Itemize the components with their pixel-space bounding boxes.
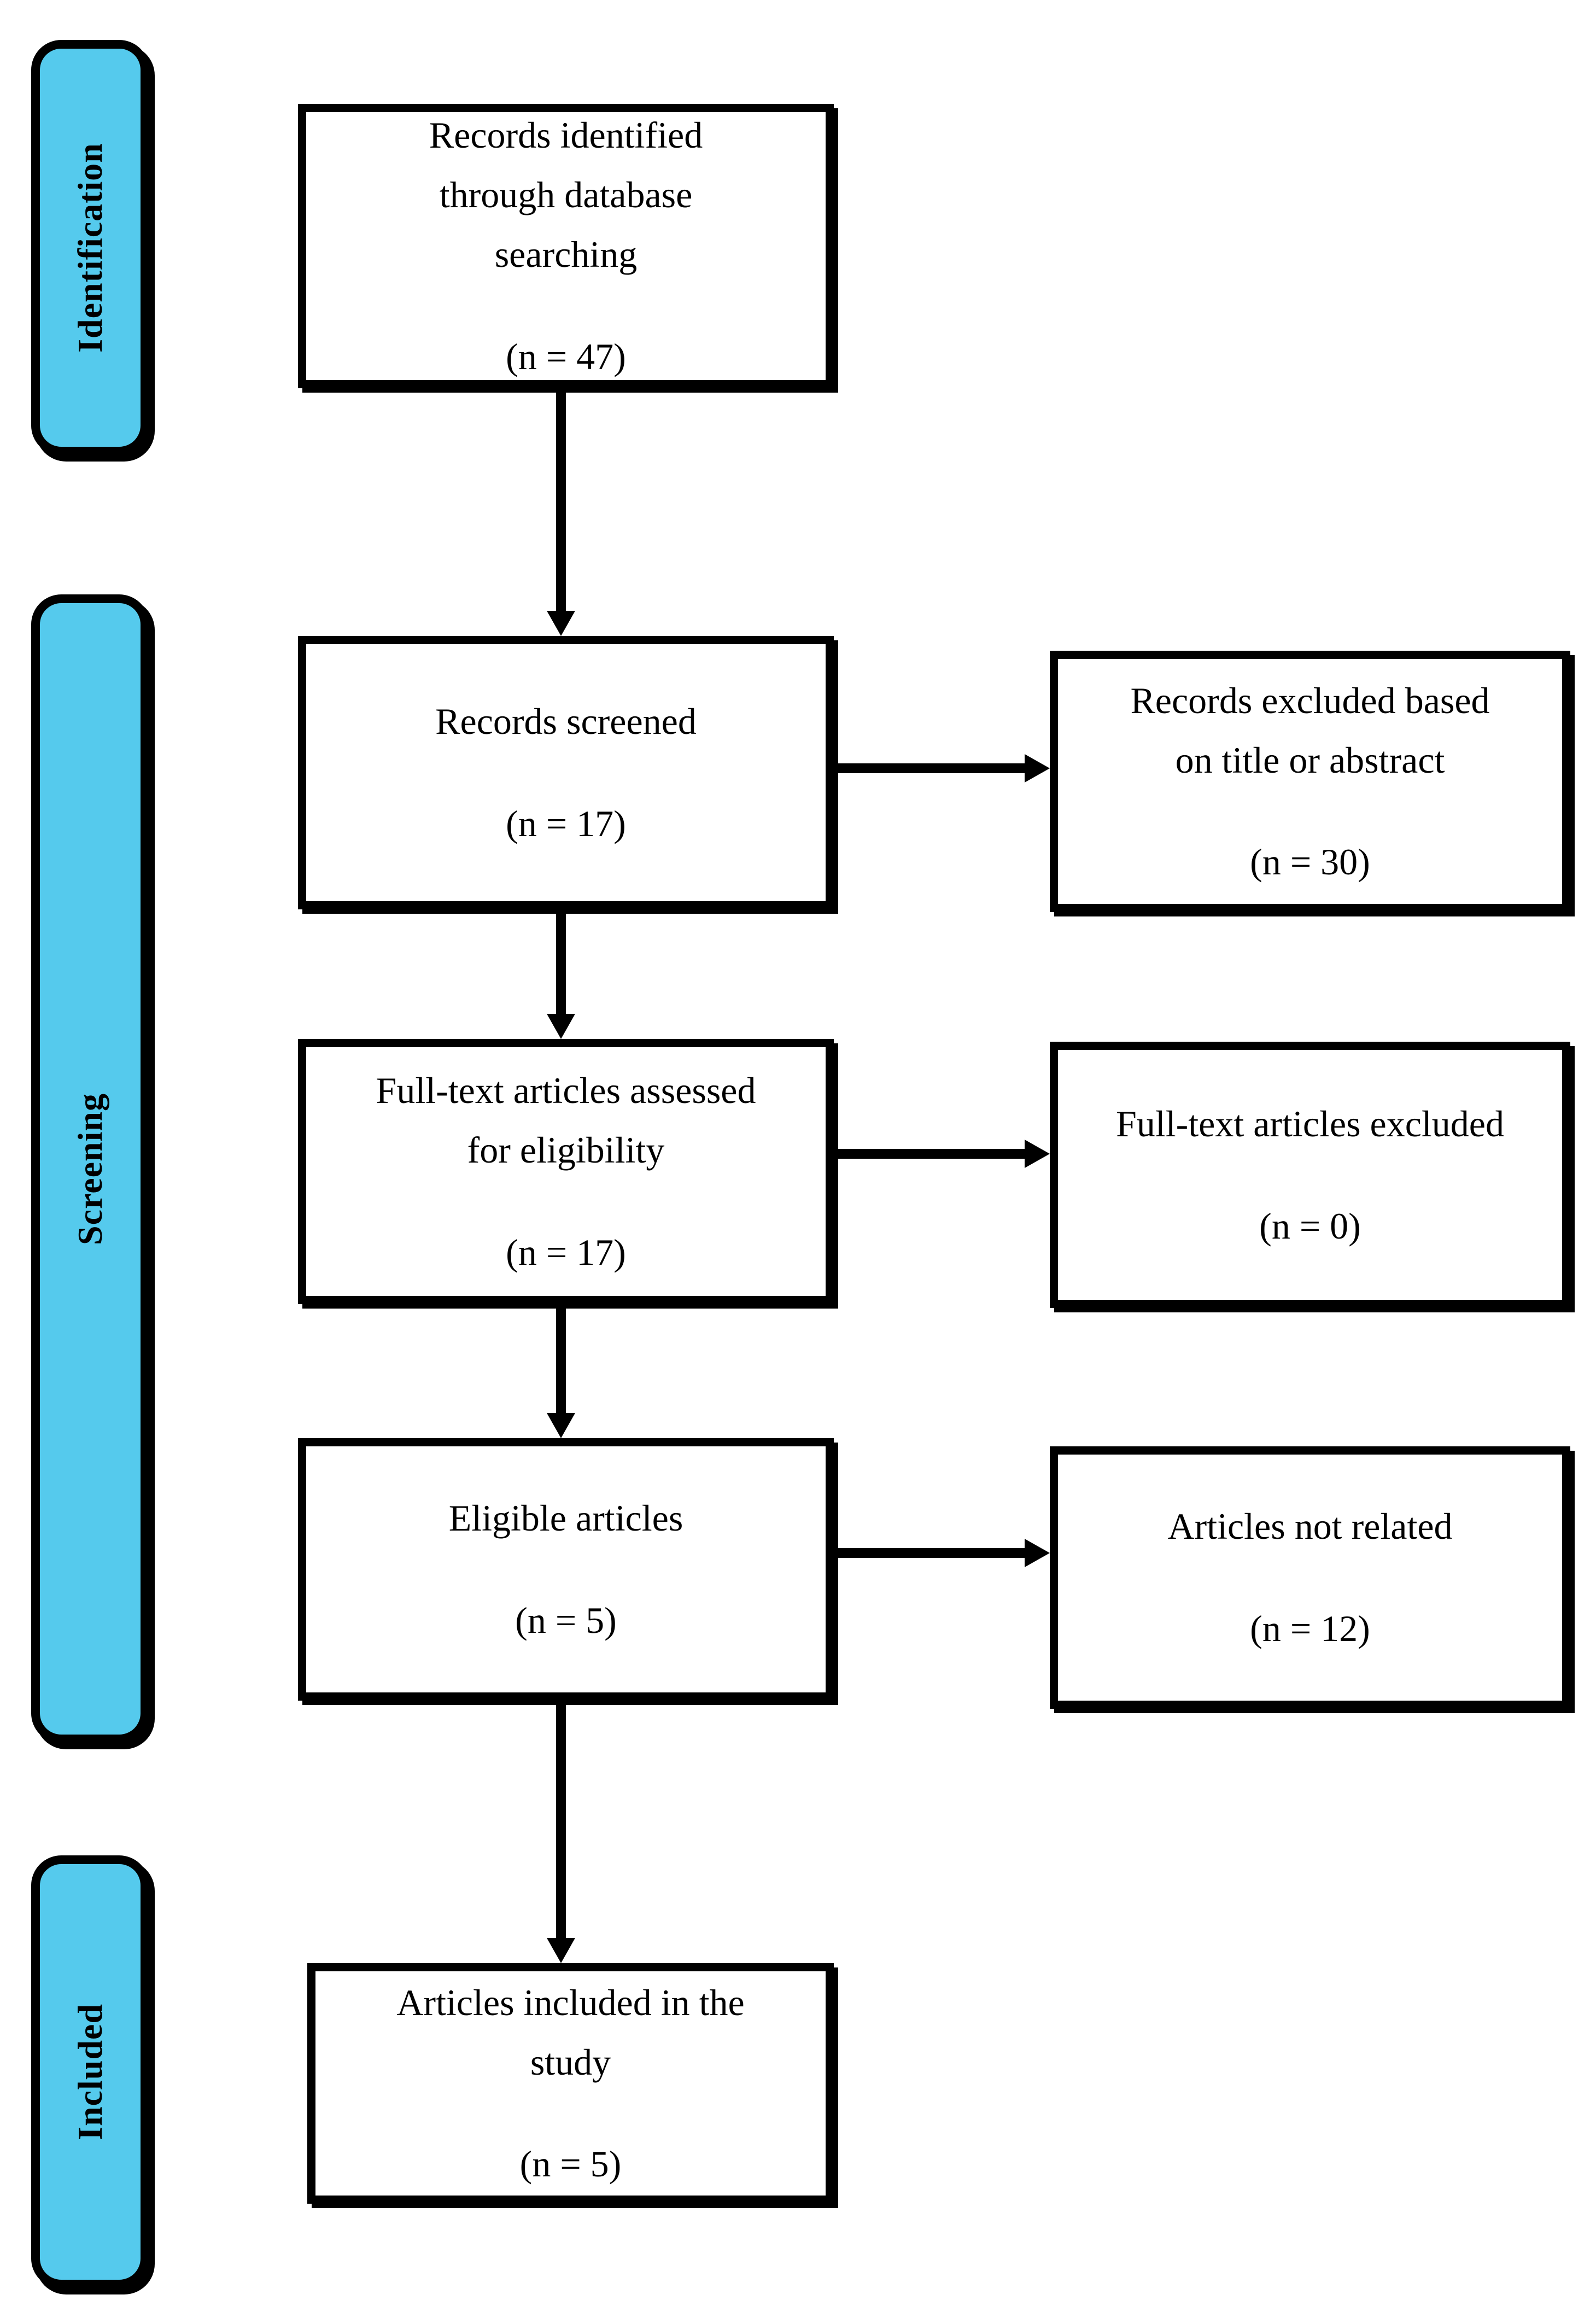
node-fulltext-assessed-text: Full-text articles assessed for eligibil… xyxy=(376,1070,756,1171)
node-records-identified-count: (n = 47) xyxy=(506,335,626,377)
node-articles-not-related: Articles not related (n = 12) xyxy=(1050,1446,1570,1709)
arrowhead-down-icon xyxy=(547,1413,575,1438)
node-fulltext-excluded: Full-text articles excluded (n = 0) xyxy=(1050,1042,1570,1308)
node-records-excluded-title-abstract-text: Records excluded based on title or abstr… xyxy=(1130,679,1490,781)
node-fulltext-assessed-count: (n = 17) xyxy=(506,1231,626,1273)
arrow-right-assessed-to-excluded xyxy=(831,1149,1027,1159)
stage-identification-label: Identification xyxy=(71,143,109,353)
node-articles-included-text: Articles included in the study xyxy=(396,1981,745,2083)
arrow-down-screened-to-assessed xyxy=(556,908,566,1017)
stage-identification: Identification xyxy=(31,40,149,456)
node-eligible-articles-text: Eligible articles xyxy=(448,1497,683,1539)
node-articles-included-count: (n = 5) xyxy=(519,2143,622,2185)
node-records-screened-text: Records screened xyxy=(435,700,697,743)
node-records-screened: Records screened (n = 17) xyxy=(298,636,834,909)
arrowhead-right-icon xyxy=(1025,754,1050,783)
arrow-right-eligible-to-notrelated xyxy=(831,1548,1027,1558)
arrowhead-right-icon xyxy=(1025,1140,1050,1168)
arrow-down-identified-to-screened xyxy=(556,386,566,614)
node-records-excluded-title-abstract: Records excluded based on title or abstr… xyxy=(1050,651,1570,912)
node-records-identified: Records identified through database sear… xyxy=(298,104,834,388)
stage-included: Included xyxy=(31,1855,149,2288)
arrowhead-right-icon xyxy=(1025,1539,1050,1567)
node-fulltext-excluded-text: Full-text articles excluded xyxy=(1116,1102,1504,1145)
node-articles-included: Articles included in the study (n = 5) xyxy=(307,1963,834,2204)
arrow-right-screened-to-excluded xyxy=(831,763,1027,773)
stage-screening: Screening xyxy=(31,594,149,1743)
arrow-down-eligible-to-included xyxy=(556,1698,566,1941)
stage-screening-label: Screening xyxy=(71,1093,109,1245)
node-articles-not-related-count: (n = 12) xyxy=(1250,1608,1370,1649)
node-records-screened-count: (n = 17) xyxy=(506,803,626,844)
node-fulltext-excluded-count: (n = 0) xyxy=(1259,1205,1361,1247)
node-fulltext-assessed: Full-text articles assessed for eligibil… xyxy=(298,1039,834,1304)
node-articles-not-related-text: Articles not related xyxy=(1167,1505,1453,1548)
arrow-down-assessed-to-eligible xyxy=(556,1303,566,1416)
arrowhead-down-icon xyxy=(547,611,575,636)
stage-included-label: Included xyxy=(71,2004,109,2140)
node-records-identified-text: Records identified through database sear… xyxy=(429,114,703,275)
arrowhead-down-icon xyxy=(547,1014,575,1039)
arrowhead-down-icon xyxy=(547,1938,575,1963)
node-eligible-articles: Eligible articles (n = 5) xyxy=(298,1438,834,1701)
node-records-excluded-title-abstract-count: (n = 30) xyxy=(1250,841,1370,883)
node-eligible-articles-count: (n = 5) xyxy=(515,1599,617,1641)
